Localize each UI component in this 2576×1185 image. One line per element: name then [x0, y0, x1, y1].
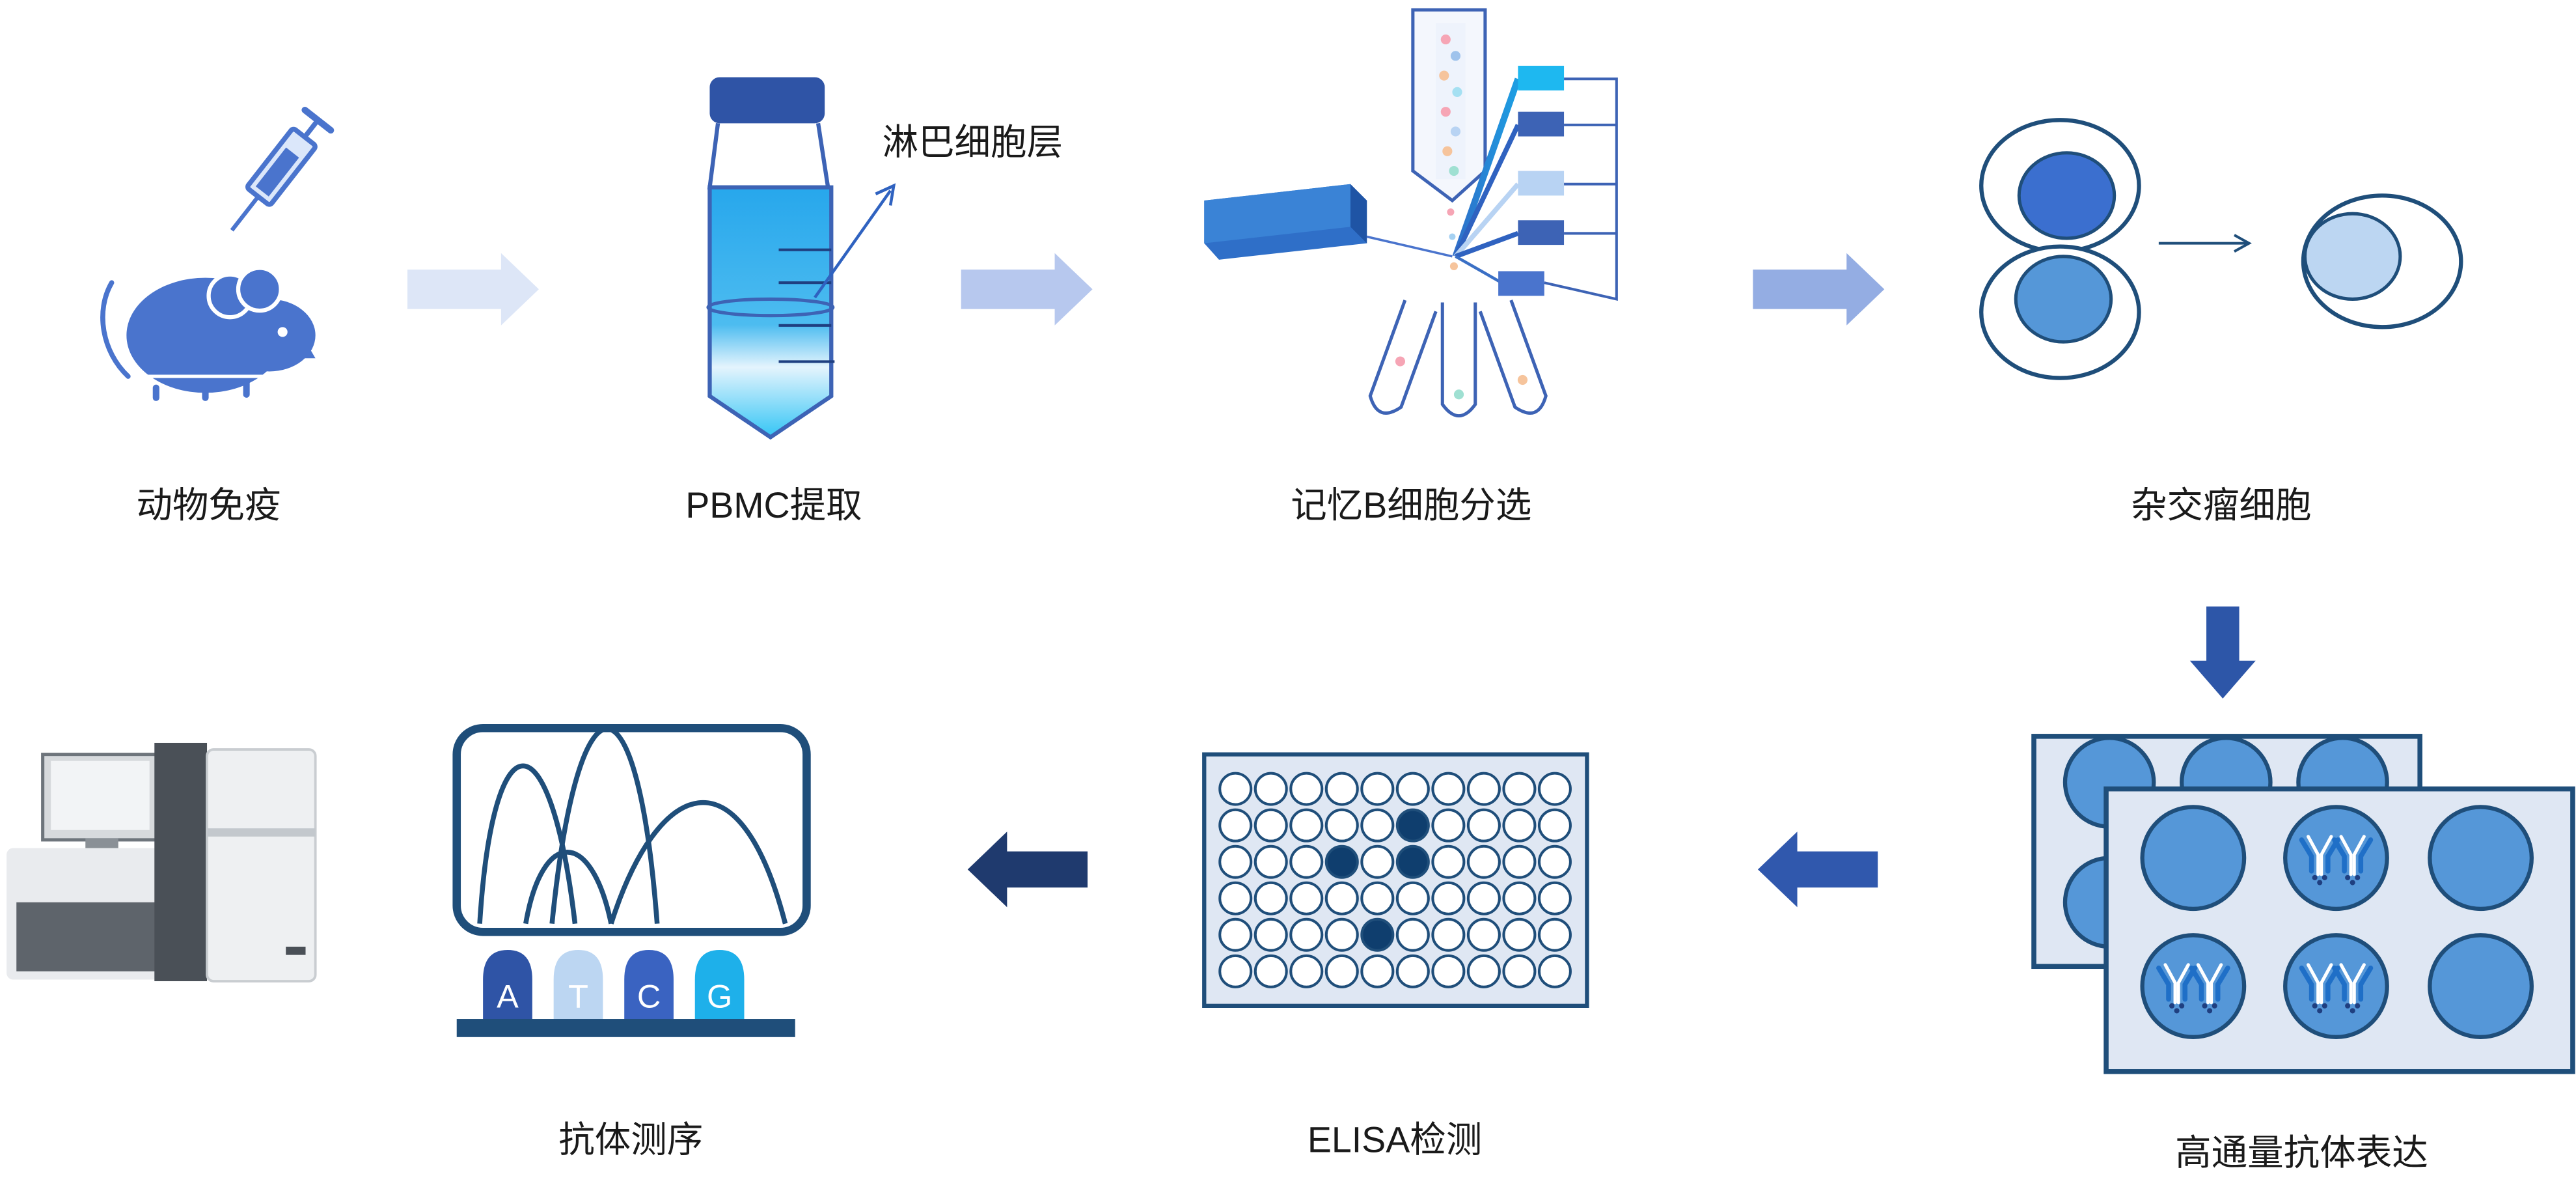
elisa-well — [1218, 881, 1253, 915]
mouse-icon — [100, 266, 316, 401]
flow-cytometer-icon — [1204, 8, 1618, 417]
lymphocyte-layer-annotation: 淋巴细胞层 — [883, 122, 1063, 162]
elisa-well — [1502, 772, 1537, 806]
elisa-well — [1466, 808, 1501, 843]
elisa-well — [1254, 954, 1288, 988]
elisa-well — [1431, 881, 1466, 915]
centrifuge-tube-icon — [706, 77, 896, 440]
elisa-well — [1466, 881, 1501, 915]
elisa-well — [1466, 844, 1501, 879]
elisa-well — [1537, 808, 1572, 843]
elisa-well — [1324, 954, 1359, 988]
elisa-well — [1289, 954, 1324, 988]
base-c: C — [637, 977, 661, 1014]
elisa-well — [1431, 954, 1466, 988]
elisa-well — [1502, 844, 1537, 879]
elisa-plate-icon — [1202, 752, 1589, 1009]
hybridoma-step: 杂交瘤细胞 — [1979, 118, 2463, 525]
cell-fusion-icon — [1979, 118, 2463, 380]
elisa-well — [1395, 917, 1430, 952]
step-label-pbmc: PBMC提取 — [685, 485, 862, 525]
elisa-well — [1360, 954, 1395, 988]
expression-step: 高通量抗体表达 — [2031, 734, 2575, 1173]
elisa-well — [1466, 772, 1501, 806]
arrow-left-2 — [967, 831, 1088, 908]
elisa-well — [1289, 844, 1324, 879]
elisa-well — [1537, 881, 1572, 915]
elisa-well — [1537, 844, 1572, 879]
elisa-well — [1395, 954, 1430, 988]
elisa-well — [1502, 808, 1537, 843]
elisa-well — [1289, 917, 1324, 952]
elisa-well — [1324, 881, 1359, 915]
elisa-well — [1431, 917, 1466, 952]
elisa-step: ELISA检测 — [1202, 752, 1589, 1160]
elisa-well — [1537, 772, 1572, 806]
sequencing-step: A T C G 抗体测序 — [452, 723, 811, 1160]
pbmc-step: 淋巴细胞层 PBMC提取 — [685, 77, 1063, 525]
elisa-well — [1360, 844, 1395, 879]
elisa-well — [1324, 772, 1359, 806]
elisa-well — [1254, 917, 1288, 952]
elisa-well — [1395, 772, 1430, 806]
elisa-well — [1254, 808, 1288, 843]
arrow-left-1 — [1757, 831, 1878, 908]
dna-bases: A T C G — [456, 950, 795, 1037]
elisa-well-positive — [1324, 844, 1359, 879]
elisa-well-positive — [1395, 808, 1430, 843]
elisa-well — [1360, 772, 1395, 806]
sequencer-icon — [7, 742, 317, 983]
elisa-well — [1218, 917, 1253, 952]
elisa-well — [1289, 808, 1324, 843]
arrow-down — [2189, 606, 2256, 699]
elisa-well — [1289, 772, 1324, 806]
arrow-right-3 — [1753, 253, 1885, 326]
immunization-step: 动物免疫 — [100, 106, 335, 525]
chromatogram-icon — [452, 723, 811, 936]
step-label-sorting: 记忆B细胞分选 — [1291, 485, 1531, 525]
elisa-well — [1502, 881, 1537, 915]
syringe-icon — [230, 106, 335, 232]
elisa-well — [1218, 844, 1253, 879]
elisa-well — [1431, 808, 1466, 843]
elisa-well — [1254, 844, 1288, 879]
elisa-well — [1431, 772, 1466, 806]
base-t: T — [568, 977, 588, 1014]
base-g: G — [707, 977, 732, 1014]
elisa-well — [1431, 844, 1466, 879]
elisa-well — [1218, 954, 1253, 988]
elisa-well — [1466, 954, 1501, 988]
elisa-well — [1254, 772, 1288, 806]
elisa-well — [1502, 917, 1537, 952]
base-a: A — [497, 977, 519, 1014]
elisa-well-positive — [1395, 844, 1430, 879]
elisa-well — [1395, 881, 1430, 915]
elisa-well — [1218, 772, 1253, 806]
step-label-hybridoma: 杂交瘤细胞 — [2131, 485, 2312, 525]
elisa-well — [1324, 808, 1359, 843]
elisa-well — [1324, 917, 1359, 952]
step-label-immunization: 动物免疫 — [137, 485, 281, 525]
elisa-well — [1218, 808, 1253, 843]
well-plates-icon — [2031, 734, 2575, 1074]
elisa-well-positive — [1360, 917, 1395, 952]
step-label-elisa: ELISA检测 — [1308, 1120, 1482, 1160]
elisa-well — [1289, 881, 1324, 915]
elisa-well — [1537, 917, 1572, 952]
sorting-step: 记忆B细胞分选 — [1204, 8, 1618, 525]
step-label-expression: 高通量抗体表达 — [2175, 1133, 2428, 1173]
arrow-right-1 — [407, 253, 539, 326]
elisa-well — [1360, 808, 1395, 843]
elisa-well — [1360, 881, 1395, 915]
elisa-well — [1466, 917, 1501, 952]
step-label-sequencing: 抗体测序 — [558, 1120, 703, 1160]
arrow-right-2 — [961, 253, 1093, 326]
elisa-well — [1254, 881, 1288, 915]
elisa-well — [1537, 954, 1572, 988]
elisa-well — [1502, 954, 1537, 988]
